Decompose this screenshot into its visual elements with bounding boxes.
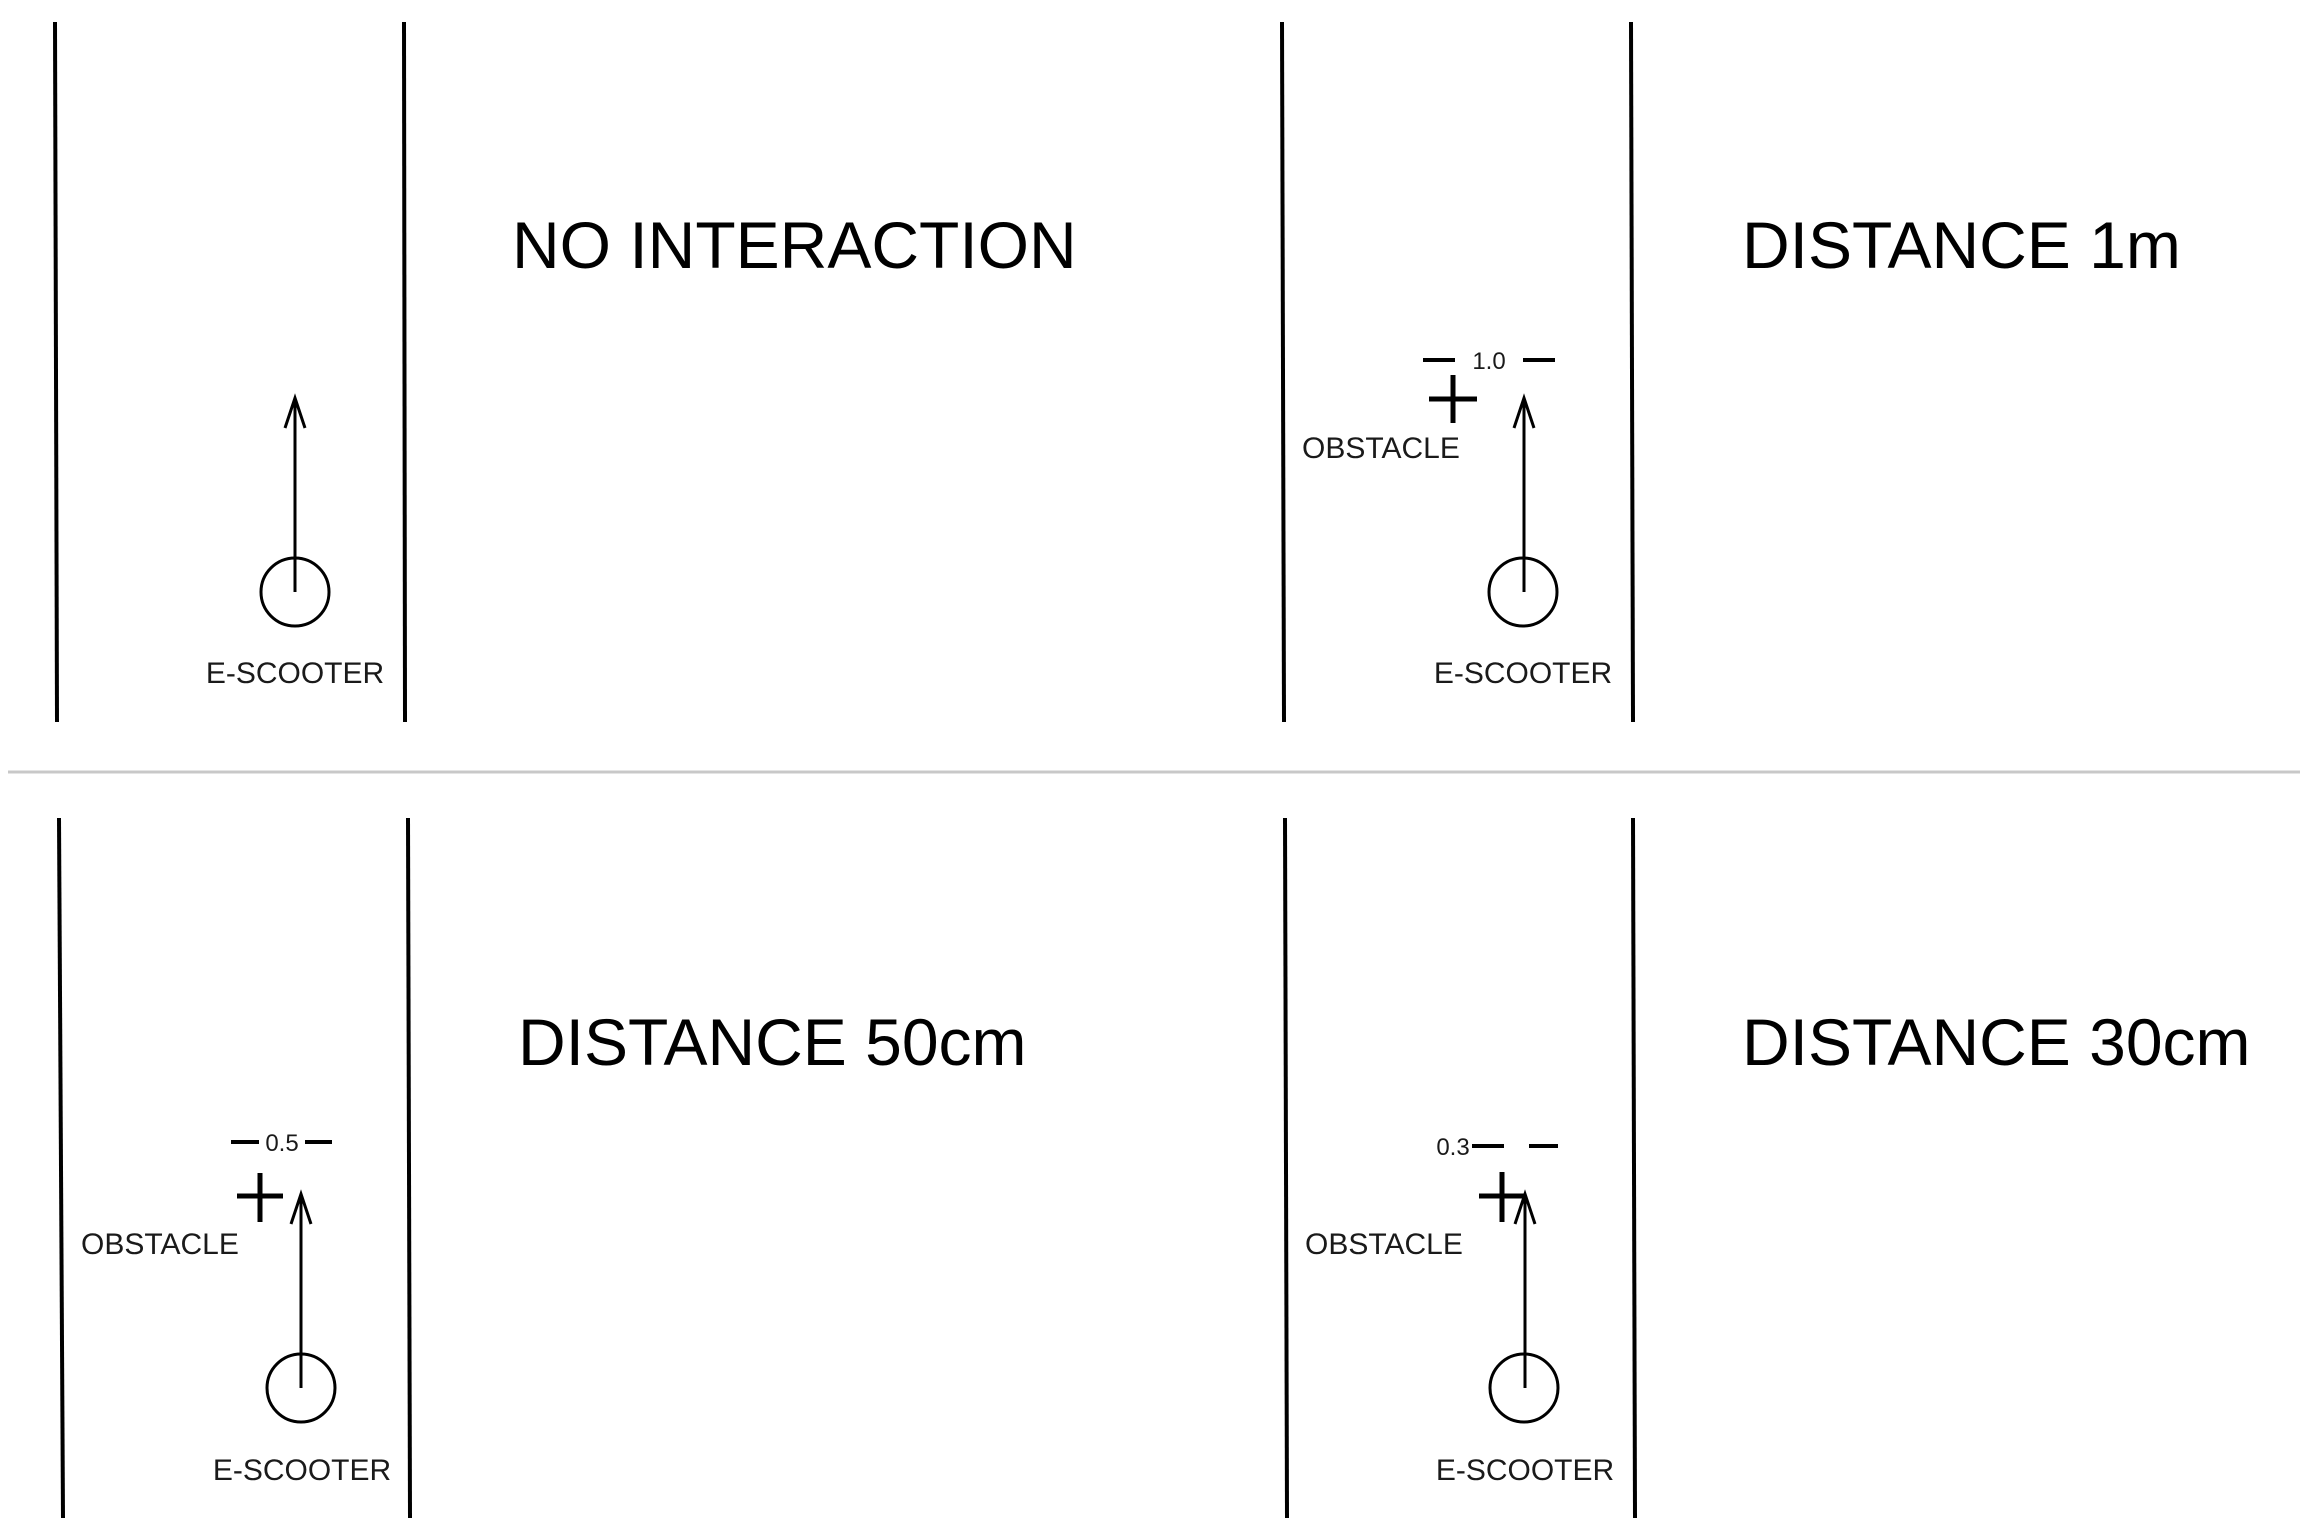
lane-left-line (57, 817, 65, 1519)
obstacle-marker (237, 1173, 283, 1222)
panel-title: NO INTERACTION (512, 208, 1077, 282)
direction-arrow (1512, 393, 1536, 592)
panel-distance-1m: 1.0 OBSTACLE E-SCOOTER DISTANCE 1m (1280, 21, 2181, 723)
e-scooter-icon (1488, 1352, 1560, 1424)
e-scooter-icon (1487, 556, 1559, 628)
panel-title: DISTANCE 50cm (518, 1005, 1027, 1079)
lane-left-line (53, 21, 59, 723)
obstacle-marker (1479, 1172, 1525, 1222)
e-scooter-label: E-SCOOTER (1436, 1454, 1614, 1487)
lane-left-line (1283, 817, 1289, 1519)
direction-arrow (283, 393, 307, 592)
e-scooter-icon (265, 1352, 337, 1424)
e-scooter-label: E-SCOOTER (206, 657, 384, 690)
obstacle-label: OBSTACLE (1302, 432, 1460, 465)
panel-distance-50cm: 0.5 OBSTACLE E-SCOOTER DISTANCE 50cm (57, 817, 1027, 1519)
lane-right-line (406, 817, 412, 1519)
panel-no-interaction: E-SCOOTER NO INTERACTION (53, 21, 1077, 723)
lane-right-line (402, 21, 407, 723)
panel-distance-30cm: 0.3 OBSTACLE E-SCOOTER DISTANCE 30cm (1283, 817, 2251, 1519)
obstacle-marker (1429, 375, 1477, 423)
direction-arrow (289, 1189, 313, 1388)
distance-label: 0.5 (265, 1130, 298, 1157)
lane-right-line (1629, 21, 1635, 723)
obstacle-label: OBSTACLE (81, 1228, 239, 1261)
panel-title: DISTANCE 30cm (1742, 1005, 2251, 1079)
obstacle-label: OBSTACLE (1305, 1228, 1463, 1261)
e-scooter-icon (259, 556, 331, 628)
e-scooter-label: E-SCOOTER (1434, 657, 1612, 690)
distance-label: 0.3 (1436, 1134, 1469, 1161)
e-scooter-label: E-SCOOTER (213, 1454, 391, 1487)
lane-left-line (1280, 21, 1286, 723)
distance-label: 1.0 (1472, 348, 1505, 375)
lane-right-line (1631, 817, 1637, 1519)
direction-arrow (1513, 1189, 1537, 1388)
panel-title: DISTANCE 1m (1742, 208, 2181, 282)
